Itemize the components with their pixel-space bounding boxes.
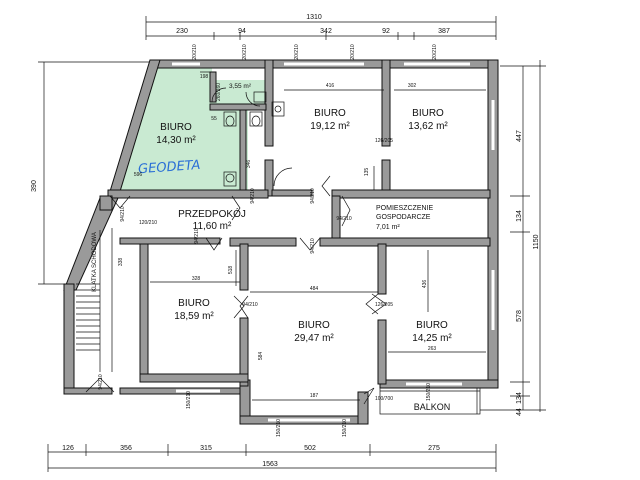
door-label: 260/260 (216, 83, 222, 101)
dim-484: 484 (310, 286, 319, 292)
door-label: 94/210 (310, 188, 316, 204)
room-highlight-geodeta (116, 66, 268, 190)
room-biuro-3-name: BIURO (412, 108, 444, 119)
door-label: 94/210 (310, 238, 316, 254)
dim-584: 584 (258, 352, 264, 361)
door-label: 120/210 (139, 220, 157, 226)
room-biuro-5-name: BIURO (298, 320, 330, 331)
door-label: 94/210 (194, 228, 200, 244)
dim-bottom-4: 502 (304, 445, 316, 452)
dim-198: 198 (200, 74, 209, 80)
interior-dim-lines (150, 71, 486, 401)
dim-right-4: 134 (516, 392, 523, 404)
dim-right-2: 134 (516, 210, 523, 222)
room-biuro-geodeta-area: 14,30 m² (156, 135, 196, 146)
door-label: 94/210 (336, 216, 352, 222)
right-dimension (480, 60, 546, 412)
dim-416: 416 (326, 83, 335, 89)
dim-top-1: 230 (176, 28, 188, 35)
dim-bottom-3: 315 (200, 445, 212, 452)
dim-top-5: 387 (438, 28, 450, 35)
dim-bottom-1: 126 (62, 445, 74, 452)
dim-263: 263 (428, 346, 437, 352)
room-pomieszczenie-name2: GOSPODARCZE (376, 214, 431, 221)
door-label: 20/210 (242, 44, 248, 60)
dim-right-3: 578 (516, 310, 523, 322)
door-label: 20/210 (350, 44, 356, 60)
room-biuro-2-area: 19,12 m² (310, 121, 350, 132)
room-przedpokoj-name: PRZEDPOKÓJ (178, 207, 246, 220)
dim-top-total: 1310 (306, 14, 322, 21)
dim-top-2: 94 (238, 28, 246, 35)
door-label: 126/205 (375, 138, 393, 144)
door-label: 150/210 (426, 383, 432, 401)
dim-bottom-total: 1563 (262, 461, 278, 468)
balcony (379, 387, 481, 415)
dim-55: 55 (211, 116, 217, 122)
door-label: 20/210 (432, 44, 438, 60)
dim-596: 596 (134, 172, 143, 178)
dim-436: 436 (422, 280, 428, 289)
door-label: 94/210 (242, 302, 258, 308)
dim-right-5: 44 (516, 408, 523, 416)
dim-right-total: 1150 (533, 234, 540, 249)
room-biuro-geodeta-name: BIURO (160, 122, 192, 133)
room-biuro-5-area: 29,47 m² (294, 333, 334, 344)
windows (172, 62, 495, 422)
dim-top-4: 92 (382, 28, 390, 35)
door-label: 150/210 (342, 419, 348, 437)
room-przedpokoj-area: 11,60 m² (193, 221, 232, 232)
balcony-label: BALKON (414, 402, 451, 412)
stair-label: KLATKA SCHODOWA (92, 232, 98, 292)
room-pomieszczenie-name: POMIESZCZENIE (376, 205, 434, 212)
dim-bottom-2: 356 (120, 445, 132, 452)
dim-left: 390 (31, 180, 38, 192)
door-label: 94/210 (98, 374, 104, 390)
handwritten-geodeta: GEODETA (138, 158, 201, 177)
door-label: 150/210 (186, 391, 192, 409)
door-label: 94/210 (250, 188, 256, 204)
dim-187: 187 (310, 393, 319, 399)
room-biuro-3-area: 13,62 m² (408, 121, 448, 132)
dim-346: 346 (246, 160, 252, 169)
door-label: 20/210 (192, 44, 198, 60)
room-pomieszczenie-area: 7,01 m² (376, 224, 400, 231)
dim-328: 328 (192, 276, 201, 282)
room-biuro-4-name: BIURO (178, 298, 210, 309)
room-biuro-6-area: 14,25 m² (412, 333, 452, 344)
door-label: 20/210 (294, 44, 300, 60)
door-label: 150/210 (276, 419, 282, 437)
room-biuro-6-name: BIURO (416, 320, 448, 331)
top-dimension (145, 16, 497, 40)
dim-302: 302 (408, 83, 417, 89)
dim-518: 518 (228, 266, 234, 275)
room-wc-area: 3,55 m² (229, 83, 252, 90)
room-biuro-4-area: 18,59 m² (174, 311, 214, 322)
stair-length: 338 (118, 258, 124, 267)
door-label: 94/210 (120, 206, 126, 222)
door-annotations: 94/210 120/210 94/210 94/210 94/210 94/2… (98, 44, 438, 437)
door-swings (85, 87, 387, 405)
door-label: 126/205 (375, 302, 393, 308)
dim-bottom-5: 275 (428, 445, 440, 452)
wc-fixtures (223, 91, 285, 187)
dim-135: 135 (364, 168, 370, 177)
staircase (76, 228, 113, 372)
door-label: 100/700 (375, 396, 393, 402)
room-biuro-2-name: BIURO (314, 108, 346, 119)
bottom-dimension (47, 444, 497, 472)
dim-top-3: 342 (320, 28, 332, 35)
dim-right-1: 447 (516, 130, 523, 142)
